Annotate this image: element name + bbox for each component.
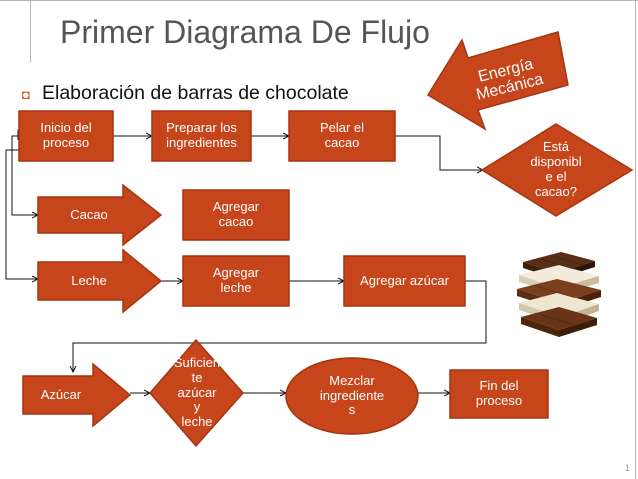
node-azucar-label: Azúcar	[40, 386, 82, 402]
slide-frame-divider	[30, 0, 31, 62]
node-leche-shape	[37, 248, 163, 314]
node-disponible-shape	[480, 123, 634, 217]
slide-title: Primer Diagrama De Flujo	[60, 14, 430, 50]
node-mezclar-shape	[285, 357, 419, 435]
connectors	[5, 129, 487, 393]
node-cacao-label: Cacao	[70, 206, 108, 222]
node-suficiente-shape	[149, 338, 245, 448]
node-preparar-shape	[151, 110, 252, 162]
slide-frame-right	[635, 0, 636, 479]
connector-agregar-azucar-azucar	[73, 280, 487, 372]
node-agregar-cacao-shape	[182, 189, 290, 241]
energy-arrow-shape	[426, 31, 569, 131]
node-inicio-shape	[18, 110, 114, 162]
node-agregar-leche-label: Agregar leche	[212, 265, 260, 295]
slide-frame-top	[0, 0, 638, 1]
bullet-icon: ◘	[22, 87, 30, 102]
node-mezclar-label: Mezclar ingrediente s	[319, 372, 385, 418]
node-agregar-cacao-label: Agregar cacao	[212, 199, 260, 229]
slide-subtitle: Elaboración de barras de chocolate	[42, 82, 349, 104]
node-fin-label: Fin del proceso	[475, 378, 523, 408]
node-agregar-azucar-shape	[343, 255, 466, 307]
node-fin-shape	[449, 369, 549, 419]
connector-pelar-disponible	[395, 135, 483, 170]
node-cacao-shape	[37, 183, 163, 247]
node-leche-label: Leche	[71, 272, 107, 288]
node-disponible-label: Está disponibl e el cacao?	[530, 139, 582, 199]
node-inicio-label: Inicio del proceso	[40, 120, 92, 150]
node-agregar-leche-shape	[182, 255, 290, 307]
node-preparar-label: Preparar los ingredientes	[166, 120, 237, 150]
connector-inicio-cacao	[11, 135, 38, 215]
chocolate-bars-image	[517, 252, 601, 337]
node-pelar-label: Pelar el cacao	[319, 120, 365, 150]
connector-inicio-leche	[5, 149, 38, 279]
node-agregar-azucar-label: Agregar azúcar	[360, 272, 449, 288]
node-pelar-shape	[288, 110, 396, 162]
page-number: 1	[624, 463, 630, 473]
node-azucar-shape	[22, 362, 132, 428]
node-suficiente-label: Suficien te azúcar y leche	[173, 354, 221, 430]
